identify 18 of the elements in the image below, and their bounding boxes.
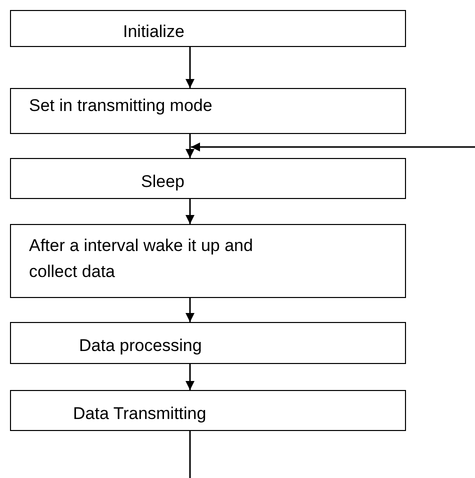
arrow [191, 142, 475, 152]
step-label: Data processing [79, 335, 203, 357]
arrow [186, 298, 194, 322]
step-label: Initialize [123, 21, 186, 43]
step-label: After a interval wake it up and collect data [29, 235, 254, 283]
arrow [186, 364, 194, 390]
step-label: Set in transmitting mode [29, 95, 214, 117]
process-box [10, 224, 406, 298]
process-box [10, 10, 406, 47]
arrow [186, 47, 194, 88]
arrow [186, 199, 194, 224]
process-box [10, 88, 406, 134]
process-box [10, 390, 406, 431]
step-label: Data Transmitting [73, 403, 208, 425]
process-box [10, 322, 406, 364]
process-box [10, 158, 406, 199]
arrow [186, 134, 194, 158]
step-label: Sleep [141, 171, 186, 193]
